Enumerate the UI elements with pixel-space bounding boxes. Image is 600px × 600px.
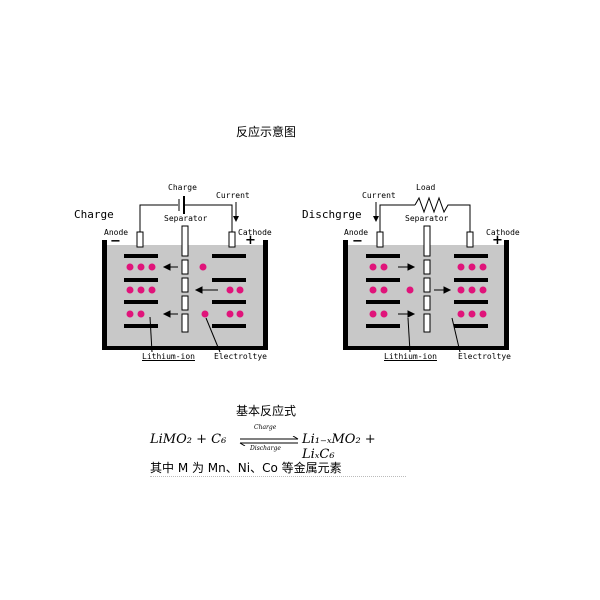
discharge-cell-left-wall [343,240,348,347]
formula-left: LiMO₂ + C₆ [150,432,227,447]
formula-arrow-top: Charge [254,424,277,431]
discharge-anode-cap [376,231,384,248]
charge-ion-arrows [162,263,218,318]
discharge-cell-bottom-wall [343,346,509,350]
discharge-current-arrow [373,202,379,222]
charge-cathode-plates [212,254,246,328]
discharge-electrolyte-label: Electroltye [458,352,511,361]
charge-circuit [139,204,233,235]
charge-anode-sign: − [110,234,121,249]
charge-current-arrow [233,202,239,222]
charge-label-pointers [149,316,221,353]
discharge-current-label: Current [362,191,396,200]
discharge-lithium-label: Lithium-ion [384,352,437,361]
reaction-note: 其中 M 为 Mn、Ni、Co 等金属元素 [150,461,342,475]
discharge-cell-right-wall [504,240,509,347]
discharge-separator [423,225,431,333]
charge-mode-label: Charge [74,208,114,221]
discharge-lithium-ions [369,263,487,318]
equilibrium-arrow-icon [239,436,299,446]
discharge-cathode-label: Cathode [486,228,520,237]
charge-cathode-sign: + [245,233,256,248]
discharge-ion-arrows [398,263,452,318]
discharge-label-pointers [407,317,461,353]
charge-anode-label: Anode [104,228,129,237]
reaction-formula: LiMO₂ + C₆ Charge Discharge Li₁₋ₓMO₂ + L… [150,424,410,462]
charge-cathode-cap [228,231,236,248]
charge-separator [181,225,189,333]
note-underline [150,476,406,477]
charge-anode-plates [124,254,158,328]
discharge-cathode-cap [466,231,474,248]
battery-icon [178,196,185,214]
formula-arrow-bottom: Discharge [250,445,281,452]
discharge-mode-label: Dischgrge [302,208,362,221]
charge-current-label: Current [216,191,250,200]
discharge-anode-plates [366,254,400,328]
charge-cell-left-wall [102,240,107,347]
charge-source-label: Charge [168,183,197,192]
resistor-icon [414,196,450,214]
charge-anode-cap [136,231,144,248]
discharge-separator-label: Separator [405,214,449,223]
discharge-anode-label: Anode [344,228,369,237]
discharge-anode-sign: − [352,234,363,249]
charge-lithium-ions [126,263,244,318]
diagram-title: 反应示意图 [236,125,297,139]
charge-electrolyte-label: Electroltye [214,352,267,361]
charge-cell-right-wall [263,240,268,347]
charge-lithium-label: Lithium-ion [142,352,195,361]
discharge-cathode-sign: + [492,233,503,248]
discharge-load-label: Load [416,183,436,192]
charge-cell-bottom-wall [102,346,268,350]
discharge-circuit [379,196,471,235]
formula-right: Li₁₋ₓMO₂ + LiₓC₆ [302,432,376,462]
discharge-cathode-plates [454,254,488,328]
charge-cathode-label: Cathode [238,228,272,237]
charge-separator-label: Separator [164,214,208,223]
reaction-heading: 基本反应式 [236,404,297,418]
